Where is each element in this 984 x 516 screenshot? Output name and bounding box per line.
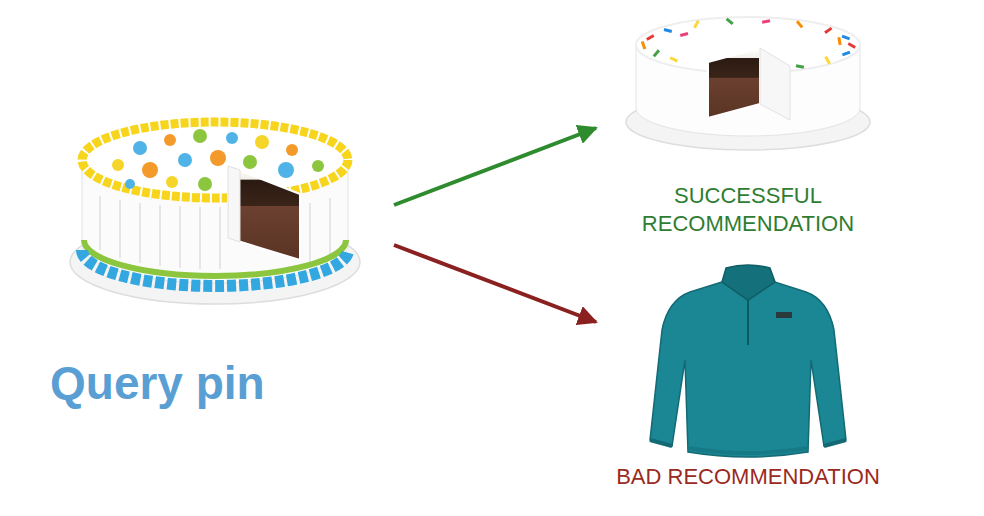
image-card: BAD RECOMMENDATION	[598, 262, 898, 498]
recommended-cake	[626, 17, 870, 150]
query-pin-label: Query pin	[50, 355, 265, 413]
sweater	[650, 265, 846, 457]
image-card: Query pin	[40, 110, 390, 430]
query-cake	[70, 122, 360, 304]
success-label: SUCCESSFUL RECOMMENDATION	[628, 182, 868, 237]
image-card: SUCCESSFUL RECOMMENDATION	[598, 0, 898, 245]
recommendation-arrow	[394, 128, 596, 205]
recommendation-arrow	[394, 245, 596, 322]
failure-label: BAD RECOMMENDATION	[616, 463, 880, 491]
